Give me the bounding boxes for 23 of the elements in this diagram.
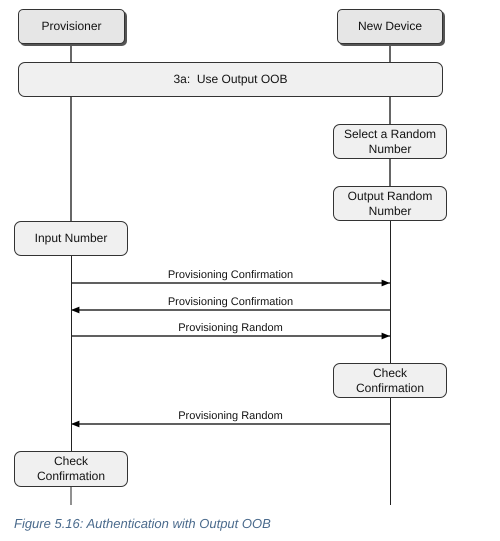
lifeline [389, 44, 391, 62]
action-box: Output Random Number [333, 186, 447, 221]
participant-box: New Device [337, 9, 443, 44]
action-box: Check Confirmation [14, 451, 128, 487]
message-arrow [71, 332, 390, 340]
phase-banner: 3a: Use Output OOB [18, 62, 443, 97]
lifeline [70, 44, 72, 62]
message-arrow [71, 306, 390, 314]
figure-caption: Figure 5.16: Authentication with Output OOB [14, 516, 271, 531]
edge-label: Provisioning Random [176, 322, 285, 335]
edge-label: Provisioning Random [176, 410, 285, 423]
participant-box: Provisioner [18, 9, 125, 44]
message-arrow [71, 280, 390, 286]
edge-label: Provisioning Confirmation [166, 269, 296, 282]
lifeline [70, 256, 72, 451]
message-arrow [71, 420, 390, 428]
lifeline [389, 97, 391, 124]
lifeline [70, 97, 72, 221]
action-box: Input Number [14, 221, 128, 256]
edge-label: Provisioning Confirmation [166, 296, 296, 309]
action-box: Select a Random Number [333, 124, 447, 159]
lifeline [389, 159, 391, 186]
action-box: Check Confirmation [333, 363, 447, 398]
